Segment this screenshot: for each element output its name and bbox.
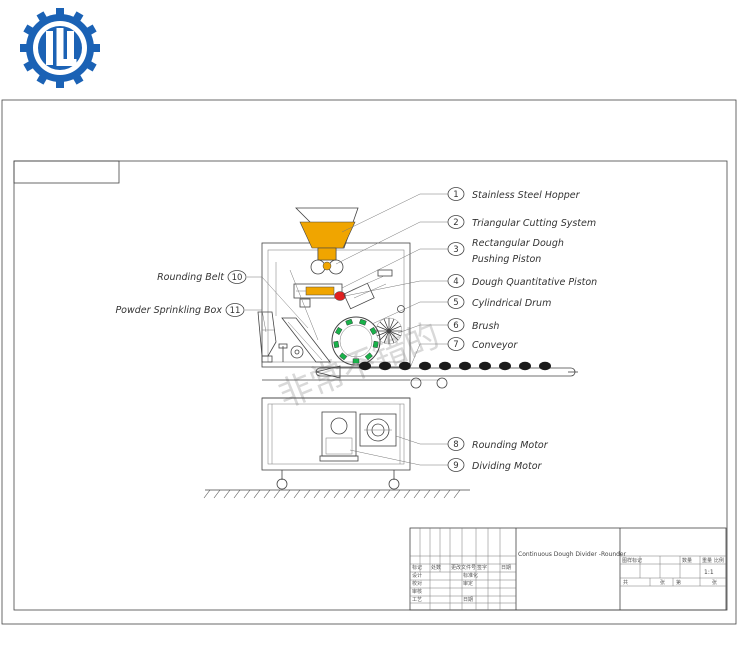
- tb-process: 工艺: [412, 597, 422, 603]
- tb-number: 第: [676, 579, 681, 586]
- tb-rev-mark: 标记: [412, 564, 422, 571]
- tb-rev-sign: 签字: [477, 564, 487, 571]
- tb-sheet: 张: [712, 579, 717, 586]
- callout-5-label: Cylindrical Drum: [472, 298, 551, 309]
- callout-2-label: Triangular Cutting System: [472, 218, 596, 229]
- callout-7-label: Conveyor: [472, 340, 518, 351]
- tb-approve: 审定: [463, 580, 473, 587]
- callout-11-number: 11: [230, 306, 241, 316]
- callout-10-number: 10: [232, 273, 243, 283]
- callout-10-marker: [227, 270, 247, 284]
- tb-total: 共: [623, 579, 628, 586]
- caster-right: [388, 478, 400, 490]
- callout-9-marker: [447, 458, 465, 472]
- tb-hdr-mark: 图样标记: [622, 557, 642, 564]
- tb-rev-doc: 更改文件号: [451, 564, 476, 571]
- tb-rev-count: 处数: [431, 564, 441, 571]
- rounding-motor: [359, 413, 397, 447]
- tb-rev-date: 日期: [501, 565, 511, 571]
- tb-date: 日期: [463, 597, 473, 603]
- drawing-title: Continuous Dough Divider -Rounder: [518, 551, 627, 558]
- callout-1-number: 1: [453, 190, 458, 200]
- callout-3-label-line1: Rectangular Dough: [472, 238, 564, 249]
- company-logo: [20, 8, 100, 88]
- tb-sheets: 张: [660, 579, 665, 586]
- cylindrical-drum: [331, 316, 381, 366]
- tb-hdr-qty: 数量: [682, 557, 692, 564]
- callout-2-number: 2: [453, 218, 458, 228]
- inner-frame: [13, 160, 728, 611]
- tb-scale-value: 1:1: [704, 569, 714, 576]
- callout-4-number: 4: [453, 277, 458, 287]
- leader-lines: [245, 193, 448, 466]
- callout-10-label: Rounding Belt: [157, 272, 225, 283]
- callout-6-label: Brush: [472, 321, 499, 332]
- tb-hdr-scale: 比例: [714, 557, 724, 564]
- hopper-dough: [299, 221, 356, 249]
- ground-hatching: [203, 489, 461, 499]
- tb-standard: 标准化: [463, 572, 478, 579]
- caster-left: [276, 478, 288, 490]
- callout-8-label: Rounding Motor: [472, 440, 549, 451]
- callout-9-number: 9: [453, 461, 458, 471]
- callout-11-label: Powder Sprinkling Box: [115, 305, 222, 316]
- callout-2-marker: [447, 215, 465, 229]
- tb-review: 审核: [412, 588, 422, 595]
- corner-box: [13, 160, 120, 184]
- callout-1-marker: [447, 187, 465, 201]
- rounding-belt: [281, 317, 331, 363]
- brush: [375, 317, 403, 345]
- powder-sprinkling-box: [257, 311, 277, 357]
- callout-7-number: 7: [453, 340, 458, 350]
- dividing-motor: [319, 411, 359, 462]
- callout-11-marker: [225, 303, 245, 317]
- callout-5-marker: [447, 295, 465, 309]
- callout-3-marker: [447, 242, 465, 256]
- callout-4-label: Dough Quantitative Piston: [472, 277, 597, 288]
- callout-3-label-line2: Pushing Piston: [472, 254, 541, 265]
- callout-6-marker: [447, 318, 465, 332]
- tb-check: 校对: [412, 580, 422, 587]
- tb-design: 设计: [412, 572, 422, 579]
- lower-cabinet-inner: [267, 403, 405, 465]
- callout-6-number: 6: [453, 321, 458, 331]
- callout-4-marker: [447, 274, 465, 288]
- callout-8-marker: [447, 437, 465, 451]
- callout-9-label: Dividing Motor: [472, 461, 543, 472]
- machine: [203, 207, 578, 499]
- tb-hdr-weight: 重量: [702, 557, 712, 564]
- callout-5-number: 5: [453, 298, 458, 308]
- dough-piston: [334, 291, 346, 301]
- conveyor: [315, 361, 578, 389]
- outer-frame: [1, 99, 737, 625]
- pushing-piston-housing: [293, 283, 343, 299]
- callout-3-number: 3: [453, 245, 458, 255]
- callout-7-marker: [447, 337, 465, 351]
- title-block: 标记 处数 更改文件号 签字 日期 设计 标准化 校对 审定 审核 工艺 日期 …: [409, 527, 727, 611]
- callout-1-label: Stainless Steel Hopper: [472, 190, 581, 201]
- callout-8-number: 8: [453, 440, 458, 450]
